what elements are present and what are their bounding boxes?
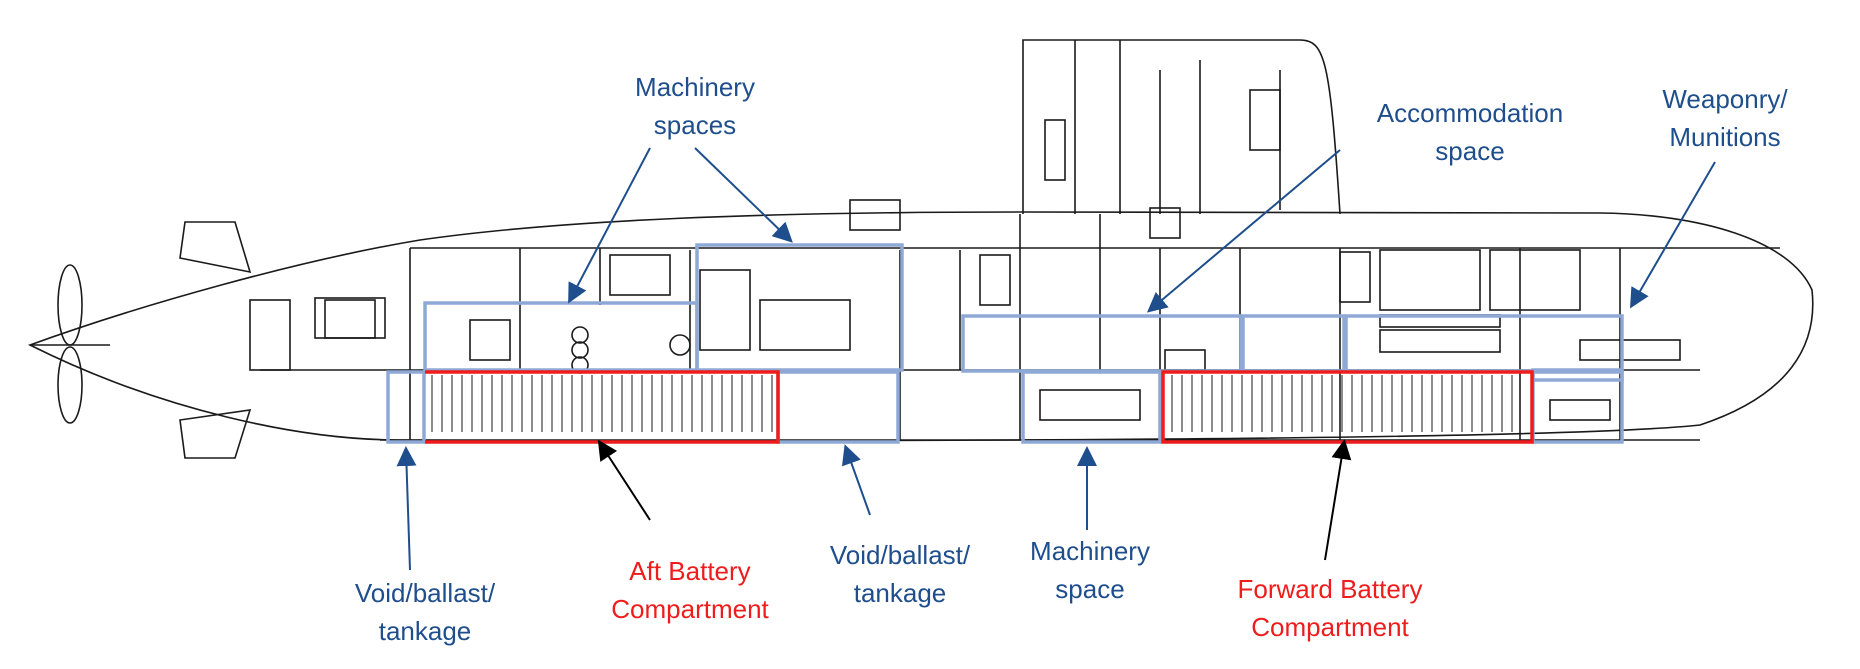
label-aft-battery: Aft Battery Compartment <box>611 556 769 624</box>
region-machinery-aft-upper <box>695 243 904 372</box>
hull-outline <box>27 211 1814 442</box>
label-forward-battery: Forward Battery Compartment <box>1237 574 1423 642</box>
region-void-mid <box>776 370 900 444</box>
lower-fin <box>179 409 252 459</box>
pointer-aft-battery <box>597 439 651 521</box>
label-weaponry: Weaponry/ Munitions <box>1662 84 1788 152</box>
pointer-machinery-spaces-1 <box>568 147 651 304</box>
region-accommodation <box>961 314 1243 373</box>
sail <box>1022 39 1341 215</box>
label-void-mid: Void/ballast/ tankage <box>829 540 971 608</box>
pointer-void-aft <box>396 446 417 571</box>
battery-cells <box>431 375 1513 432</box>
pointer-accommodation <box>1146 149 1341 313</box>
region-accommodation-fwd <box>1241 314 1346 373</box>
region-fwd-upper <box>1531 368 1624 382</box>
label-machinery-space: Machinery space <box>1030 536 1150 604</box>
forward-battery-box <box>1161 370 1534 444</box>
region-machinery-mid <box>1021 370 1162 444</box>
pointer-forward-battery <box>1324 439 1352 561</box>
label-void-aft: Void/ballast/ tankage <box>354 578 496 646</box>
battery-boxes <box>425 370 1534 444</box>
label-machinery-spaces: Machinery spaces <box>635 72 755 140</box>
blue-pointers <box>396 147 1716 571</box>
upper-fin <box>179 221 252 274</box>
label-accommodation-space: Accommodation space <box>1376 98 1564 166</box>
propeller <box>57 264 83 346</box>
black-pointers <box>597 439 1352 561</box>
region-void-aft <box>386 370 426 444</box>
region-machinery-aft <box>423 301 699 372</box>
pointer-weaponry <box>1629 161 1716 309</box>
pointer-machinery-spaces-2 <box>694 147 793 243</box>
region-boxes <box>386 243 1624 444</box>
pointer-void-mid <box>841 444 871 516</box>
